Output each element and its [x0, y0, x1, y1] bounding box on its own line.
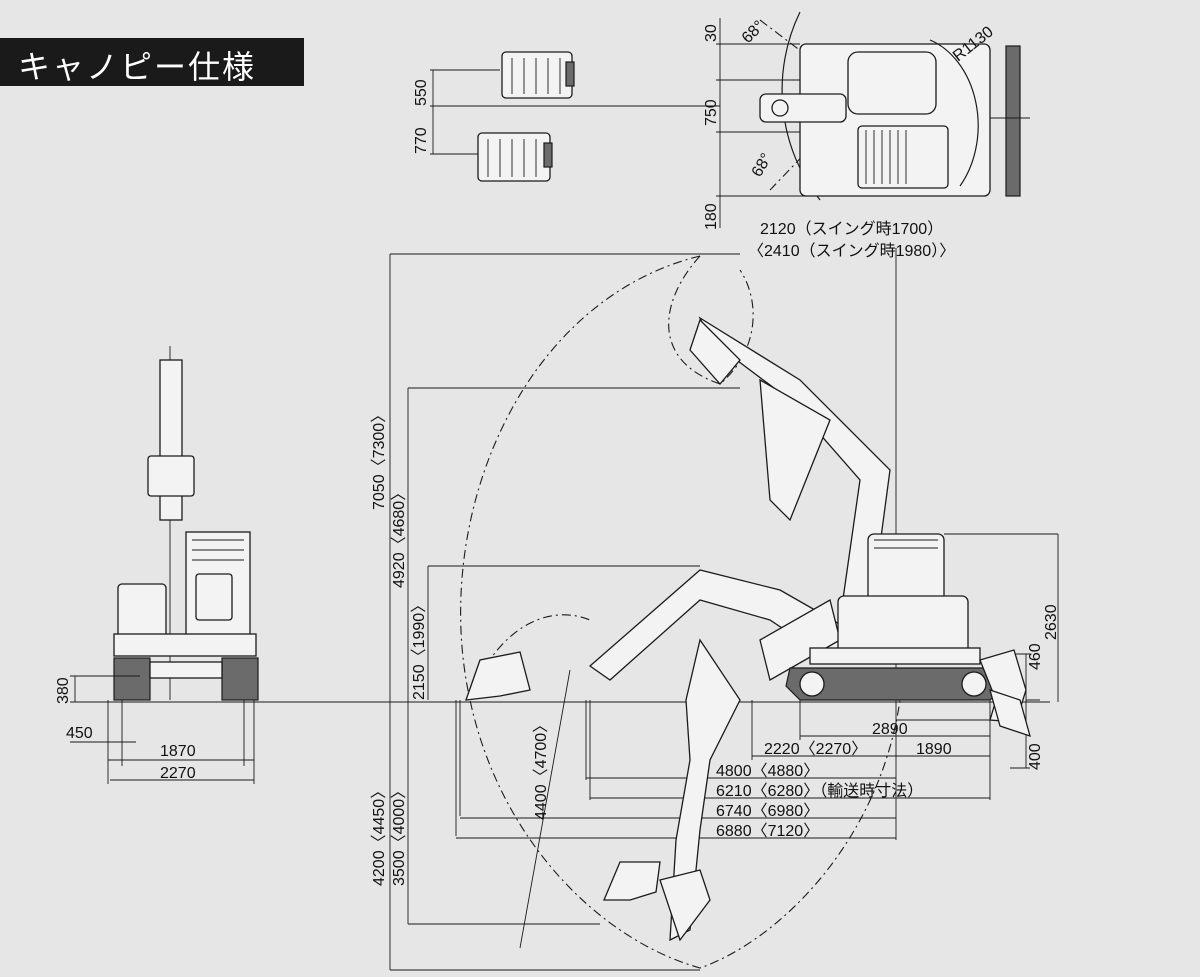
title-banner: キャノピー仕様	[0, 38, 304, 86]
bucket-top-view-upper	[501, 51, 575, 99]
depth-3500: 3500〈4000〉	[391, 783, 408, 886]
dim-6210: 6210〈6280〉（輸送時寸法）	[716, 782, 923, 800]
page-title: キャノピー仕様	[18, 48, 257, 86]
machine-side-view	[785, 533, 1031, 738]
dim-450: 450	[66, 725, 93, 742]
side-view: 7050〈7300〉 4920〈4680〉 2150〈1990〉 4200〈44…	[371, 248, 1060, 971]
depth-4400: 4400〈4700〉	[533, 717, 550, 820]
dim-750: 750	[703, 99, 720, 126]
dim-6880: 6880〈7120〉	[716, 823, 819, 840]
dim-30: 30	[703, 24, 720, 42]
dim-1890: 1890	[916, 741, 952, 758]
dim-6740: 6740〈6980〉	[716, 803, 819, 820]
angle-bottom: 68°	[749, 151, 776, 180]
height-4920: 4920〈4680〉	[391, 485, 408, 588]
depth-400: 400	[1027, 743, 1044, 770]
depth-4200: 4200〈4450〉	[371, 783, 388, 886]
swing-width-long: 〈2410（スイング時1980）〉	[748, 242, 955, 260]
height-460: 460	[1027, 643, 1044, 670]
dim-550: 550	[413, 79, 430, 106]
swing-width-standard: 2120（スイング時1700）	[760, 220, 943, 238]
dim-180: 180	[703, 203, 720, 230]
dim-380: 380	[55, 677, 72, 704]
bucket-top-view-lower	[477, 132, 553, 182]
dim-1870: 1870	[160, 743, 196, 760]
front-view: 380 450 1870 2270	[55, 346, 1050, 784]
arm-digging	[659, 638, 741, 942]
height-7050: 7050〈7300〉	[371, 407, 388, 510]
top-view: 30 550 750 770 180 68° 68° R1130 2120（スイ…	[413, 11, 1030, 260]
dim-2270: 2270	[160, 765, 196, 782]
dim-4800: 4800〈4880〉	[716, 763, 819, 780]
height-2630: 2630	[1043, 604, 1060, 640]
height-2150: 2150〈1990〉	[411, 597, 428, 700]
machine-top-view	[759, 39, 1030, 197]
dim-2220: 2220〈2270〉	[764, 741, 867, 758]
dim-770: 770	[413, 127, 430, 154]
dim-2890: 2890	[872, 721, 908, 738]
